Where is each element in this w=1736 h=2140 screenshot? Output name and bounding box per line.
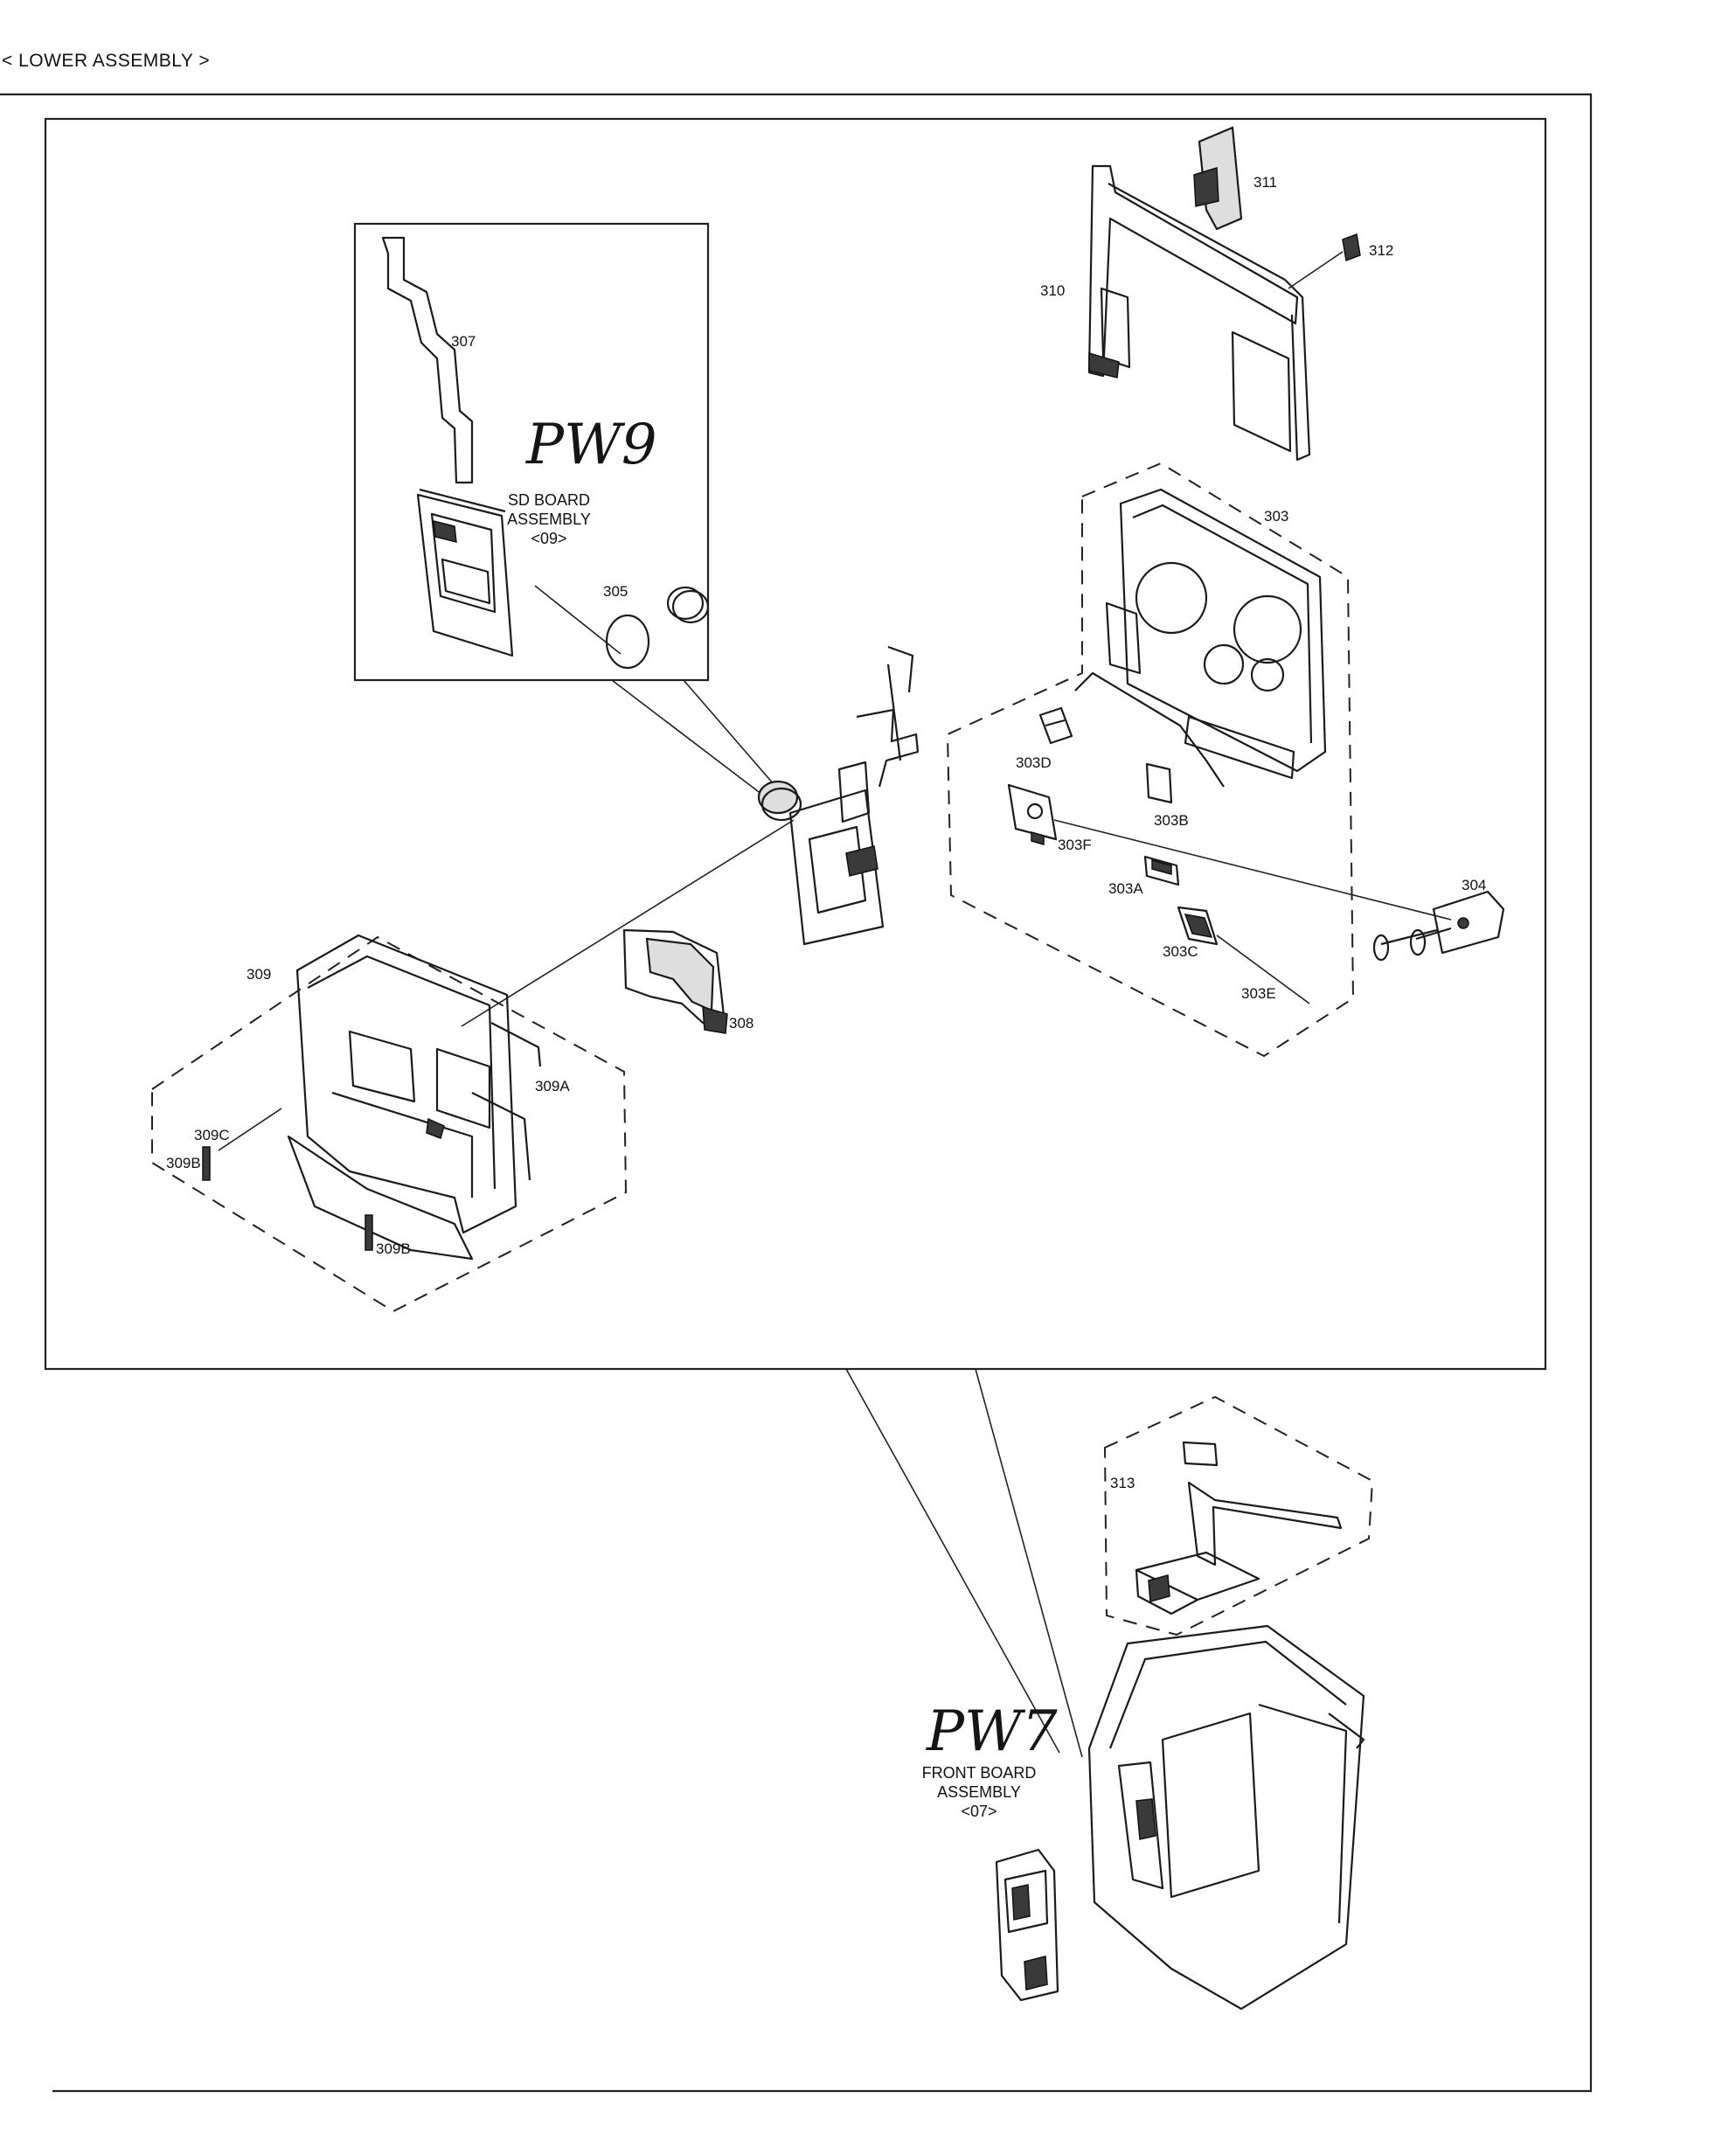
- inset-leader-lines: [611, 679, 781, 801]
- label-313: 313: [1110, 1475, 1135, 1491]
- label-309c: 309C: [194, 1127, 230, 1143]
- front-board-leader-lines: [845, 1368, 1083, 1758]
- part-303a: [1143, 855, 1180, 886]
- group-309-dashed-outline: [151, 935, 628, 1313]
- front-board-label-line2: ASSEMBLY: [937, 1783, 1021, 1801]
- label-303a: 303A: [1108, 880, 1143, 897]
- leader-303f-to-304: [1053, 819, 1452, 921]
- pw9-handwritten: PW9: [525, 413, 657, 477]
- part-304: [1372, 890, 1505, 962]
- part-309c-spring: [218, 1108, 282, 1151]
- part-309b-screw-bottom: [365, 1214, 373, 1251]
- label-303f: 303F: [1058, 837, 1092, 853]
- page-title: < LOWER ASSEMBLY >: [2, 51, 210, 71]
- sd-board-label-code: <09>: [531, 530, 566, 547]
- part-312: [1288, 233, 1361, 289]
- group-313-dashed-outline: [1103, 1395, 1374, 1636]
- sd-board-label-line1: SD BOARD: [508, 491, 590, 509]
- label-309: 309: [247, 966, 271, 983]
- label-309b-bottom: 309B: [376, 1240, 411, 1257]
- leader-board-to-309: [461, 819, 795, 1027]
- front-board-assembly: [995, 1848, 1059, 2002]
- label-310: 310: [1040, 282, 1065, 299]
- group-303-dashed-outline: [946, 462, 1355, 1058]
- label-305: 305: [603, 583, 628, 600]
- label-303e: 303E: [1241, 985, 1276, 1002]
- label-309a: 309A: [535, 1078, 570, 1094]
- part-307-flex-cable: [381, 236, 474, 484]
- part-308: [622, 928, 728, 1034]
- outer-frame: [0, 93, 1593, 2093]
- part-303c: [1177, 906, 1219, 946]
- part-311: [1193, 126, 1243, 231]
- label-304: 304: [1462, 877, 1486, 893]
- part-309b-screw-left: [202, 1146, 211, 1181]
- part-303d: [1038, 706, 1073, 745]
- lower-chassis: [1087, 1624, 1365, 2011]
- sd-board-inset-frame: [353, 222, 710, 682]
- sd-board-label-line2: ASSEMBLY: [507, 511, 591, 528]
- label-303c: 303C: [1163, 943, 1198, 960]
- label-312: 312: [1369, 242, 1393, 259]
- label-311: 311: [1253, 174, 1277, 191]
- label-308: 308: [729, 1015, 753, 1032]
- front-board-label-code: <07>: [961, 1803, 996, 1820]
- center-main-board: [757, 645, 920, 946]
- part-305-battery: [534, 585, 710, 670]
- pw7-handwritten: PW7: [926, 1699, 1058, 1764]
- part-309-chassis: [287, 934, 542, 1261]
- main-frame: [44, 117, 1547, 1371]
- part-313: [1135, 1441, 1343, 1615]
- part-310-frame: [1087, 164, 1311, 462]
- part-303f: [1007, 783, 1058, 845]
- label-303: 303: [1264, 508, 1288, 525]
- label-307: 307: [451, 333, 476, 350]
- part-303e-wire: [1216, 935, 1310, 1004]
- part-303-mechanism: [1074, 488, 1327, 788]
- label-303d: 303D: [1016, 754, 1052, 771]
- label-309b-left: 309B: [166, 1155, 201, 1171]
- label-303b: 303B: [1154, 812, 1189, 829]
- front-board-label-line1: FRONT BOARD: [922, 1764, 1037, 1782]
- sd-board-component: [416, 488, 514, 657]
- part-303b: [1145, 762, 1173, 804]
